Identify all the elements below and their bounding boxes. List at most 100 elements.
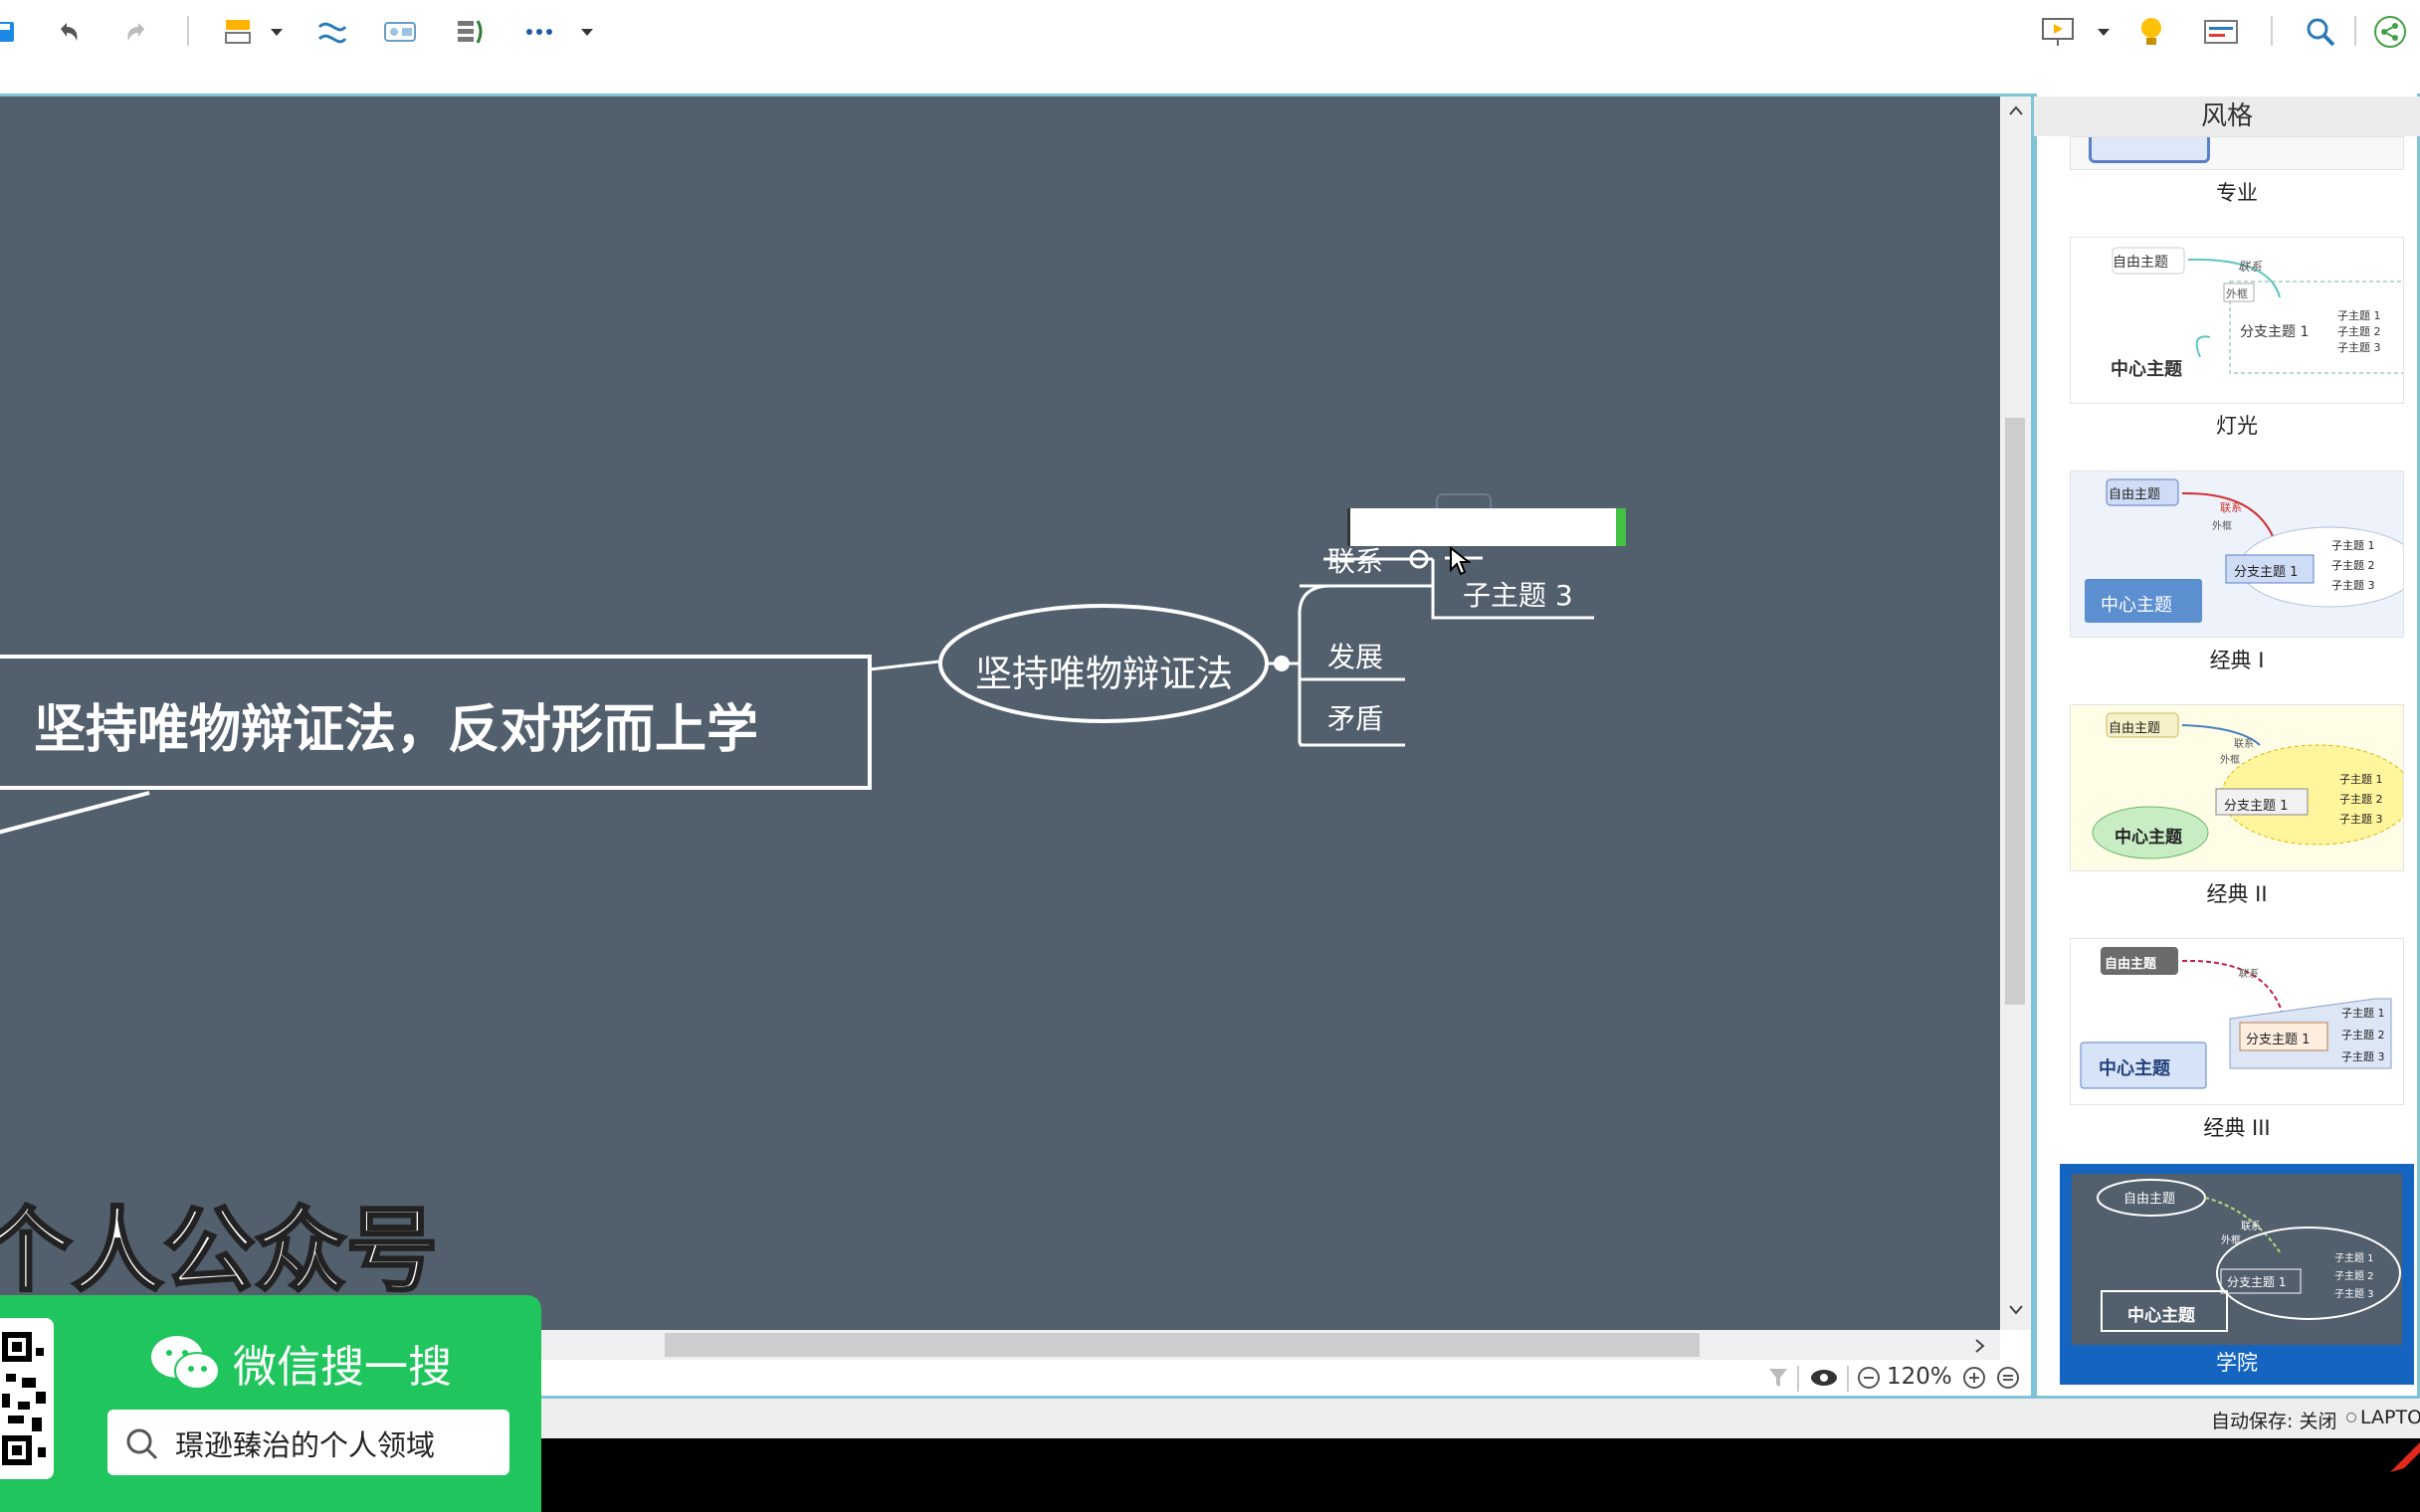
toolbar-separator (2354, 16, 2356, 46)
style-label-academy[interactable]: 学院 (2216, 1351, 2258, 1375)
preview-branch: 分支主题 1 (2224, 799, 2289, 814)
device-name: LAPTO (2360, 1407, 2420, 1428)
preview-sub3: 子主题 3 (2339, 813, 2383, 826)
scroll-up-icon[interactable] (2008, 104, 2024, 116)
chevron-down-icon[interactable] (265, 12, 289, 52)
style-preview-classic-2 (2092, 712, 2403, 859)
preview-free-topic: 自由主题 (2109, 721, 2161, 736)
wechat-search-box[interactable]: 璟逊臻治的个人领域 (107, 1410, 509, 1475)
vertical-scroll-thumb[interactable] (2005, 418, 2025, 1005)
qr-code (0, 1318, 54, 1479)
save-icon[interactable] (0, 12, 26, 52)
mindmap-connectors (0, 493, 1594, 835)
scroll-down-icon[interactable] (2008, 1304, 2024, 1316)
mindmap-canvas[interactable]: 坚持唯物辩证法，反对形而上学 坚持唯物辩证法 联系 发展 矛盾 子主题 3 个人… (0, 96, 2000, 1330)
style-card-classic-2[interactable]: 自由主题 联系 外框 分支主题 1 子主题 1 子主题 2 子主题 3 中心主题 (2070, 704, 2404, 871)
preview-sub1: 子主题 1 (2331, 539, 2375, 552)
zoom-in-icon[interactable] (1962, 1366, 1986, 1390)
preview-free-topic: 自由主题 (2109, 487, 2161, 502)
horizontal-scroll-thumb[interactable] (665, 1333, 1700, 1357)
main-topic[interactable]: 坚持唯物辩证法，反对形而上学 (34, 700, 759, 760)
preview-sub1: 子主题 1 (2339, 773, 2383, 786)
preview-outer: 外框 (2221, 1235, 2241, 1246)
preview-relation: 联系 (2220, 501, 2242, 514)
preview-sub2: 子主题 2 (2337, 325, 2381, 338)
relationship-icon[interactable] (310, 12, 354, 52)
preview-sub1: 子主题 1 (2337, 309, 2381, 322)
style-label-classic-1[interactable]: 经典 I (2209, 649, 2265, 672)
style-preview-classic-3 (2080, 947, 2392, 1089)
redo-icon[interactable] (115, 12, 159, 52)
preview-sub2: 子主题 2 (2341, 1029, 2385, 1041)
eye-icon[interactable] (1809, 1368, 1839, 1388)
idea-icon[interactable] (2129, 12, 2173, 52)
format-icon[interactable] (2199, 12, 2243, 52)
fit-view-icon[interactable] (1996, 1366, 2020, 1390)
more-icon[interactable] (517, 12, 561, 52)
preview-sub3: 子主题 3 (2334, 1289, 2374, 1300)
preview-relation: 联系 (2238, 969, 2258, 980)
filter-icon[interactable] (1767, 1366, 1789, 1390)
preview-outer: 外框 (2212, 521, 2232, 532)
style-label-classic-3[interactable]: 经典 III (2203, 1116, 2271, 1140)
presentation-icon[interactable] (2036, 12, 2080, 52)
preview-sub3: 子主题 3 (2341, 1050, 2385, 1063)
preview-branch: 分支主题 1 (2227, 1275, 2287, 1289)
style-card-professional[interactable] (2070, 136, 2404, 170)
chevron-down-icon[interactable] (2092, 12, 2116, 52)
preview-sub1: 子主题 1 (2341, 1007, 2385, 1020)
style-label-classic-2[interactable]: 经典 II (2206, 882, 2268, 906)
zoom-level[interactable]: 120% (1887, 1364, 1952, 1390)
edit-field-handle[interactable] (1616, 508, 1626, 546)
preview-central: 中心主题 (2127, 1306, 2195, 1326)
wechat-search-label: 微信搜一搜 (233, 1342, 452, 1393)
autosave-status[interactable]: 自动保存: 关闭 (2211, 1411, 2337, 1432)
device-status-icon (2346, 1413, 2356, 1422)
account-title: 个人公众号 (0, 1196, 440, 1306)
topic-edit-field[interactable] (1347, 508, 1616, 546)
style-preview-classic-1 (2085, 478, 2403, 623)
toolbar (0, 0, 2420, 64)
zoom-out-icon[interactable] (1857, 1366, 1881, 1390)
summary-icon[interactable] (378, 12, 422, 52)
branch-topic-lianxi[interactable]: 联系 (1327, 545, 1384, 578)
scroll-right-icon[interactable] (1974, 1338, 1986, 1354)
preview-sub2: 子主题 2 (2331, 559, 2375, 572)
preview-outer: 外框 (2226, 287, 2248, 300)
preview-relation: 联系 (2241, 1222, 2261, 1232)
style-label-professional[interactable]: 专业 (2216, 181, 2258, 205)
search-icon[interactable] (2299, 12, 2342, 52)
style-card-academy[interactable]: 自由主题 联系 外框 分支主题 1 子主题 1 子主题 2 子主题 3 中心主题 (2072, 1174, 2402, 1345)
preview-central: 中心主题 (2101, 595, 2172, 616)
qr-code-image (2, 1332, 46, 1465)
cursor-icon (1450, 546, 1471, 576)
chevron-down-icon[interactable] (575, 12, 599, 52)
style-card-light[interactable]: 自由主题 联系 外框 分支主题 1 子主题 1 子主题 2 子主题 3 中心主题 (2070, 237, 2404, 404)
preview-branch: 分支主题 1 (2246, 1033, 2311, 1047)
preview-free-topic: 自由主题 (2113, 255, 2168, 271)
preview-relation: 联系 (2234, 739, 2254, 750)
preview-branch: 分支主题 1 (2234, 565, 2299, 580)
preview-sub3: 子主题 3 (2337, 341, 2381, 354)
panel-title: 风格 (2034, 96, 2420, 136)
topic-insert-icon[interactable] (217, 12, 261, 52)
style-label-light[interactable]: 灯光 (2216, 414, 2258, 438)
preview-free-topic: 自由主题 (2123, 1192, 2176, 1207)
subtopic-3[interactable]: 子主题 3 (1463, 579, 1573, 612)
style-preview-academy (2097, 1179, 2401, 1332)
toolbar-separator (2271, 16, 2273, 46)
preview-sub3: 子主题 3 (2331, 579, 2375, 592)
branch-topic-maodun[interactable]: 矛盾 (1327, 702, 1384, 735)
style-card-classic-1[interactable]: 自由主题 联系 外框 分支主题 1 子主题 1 子主题 2 子主题 3 中心主题 (2070, 471, 2404, 638)
preview-central: 中心主题 (2111, 359, 2182, 380)
preview-central: 中心主题 (2099, 1058, 2170, 1079)
toolbar-separator (187, 16, 189, 46)
center-topic[interactable]: 坚持唯物辩证法 (975, 653, 1233, 695)
preview-branch: 分支主题 1 (2240, 324, 2310, 340)
style-card-classic-3[interactable]: 自由主题 联系 分支主题 1 子主题 1 子主题 2 子主题 3 中心主题 (2070, 938, 2404, 1105)
branch-topic-fazhan[interactable]: 发展 (1327, 641, 1384, 673)
share-icon[interactable] (2368, 12, 2412, 52)
preview-central: 中心主题 (2115, 828, 2182, 848)
boundary-icon[interactable] (448, 12, 492, 52)
undo-icon[interactable] (46, 12, 90, 52)
